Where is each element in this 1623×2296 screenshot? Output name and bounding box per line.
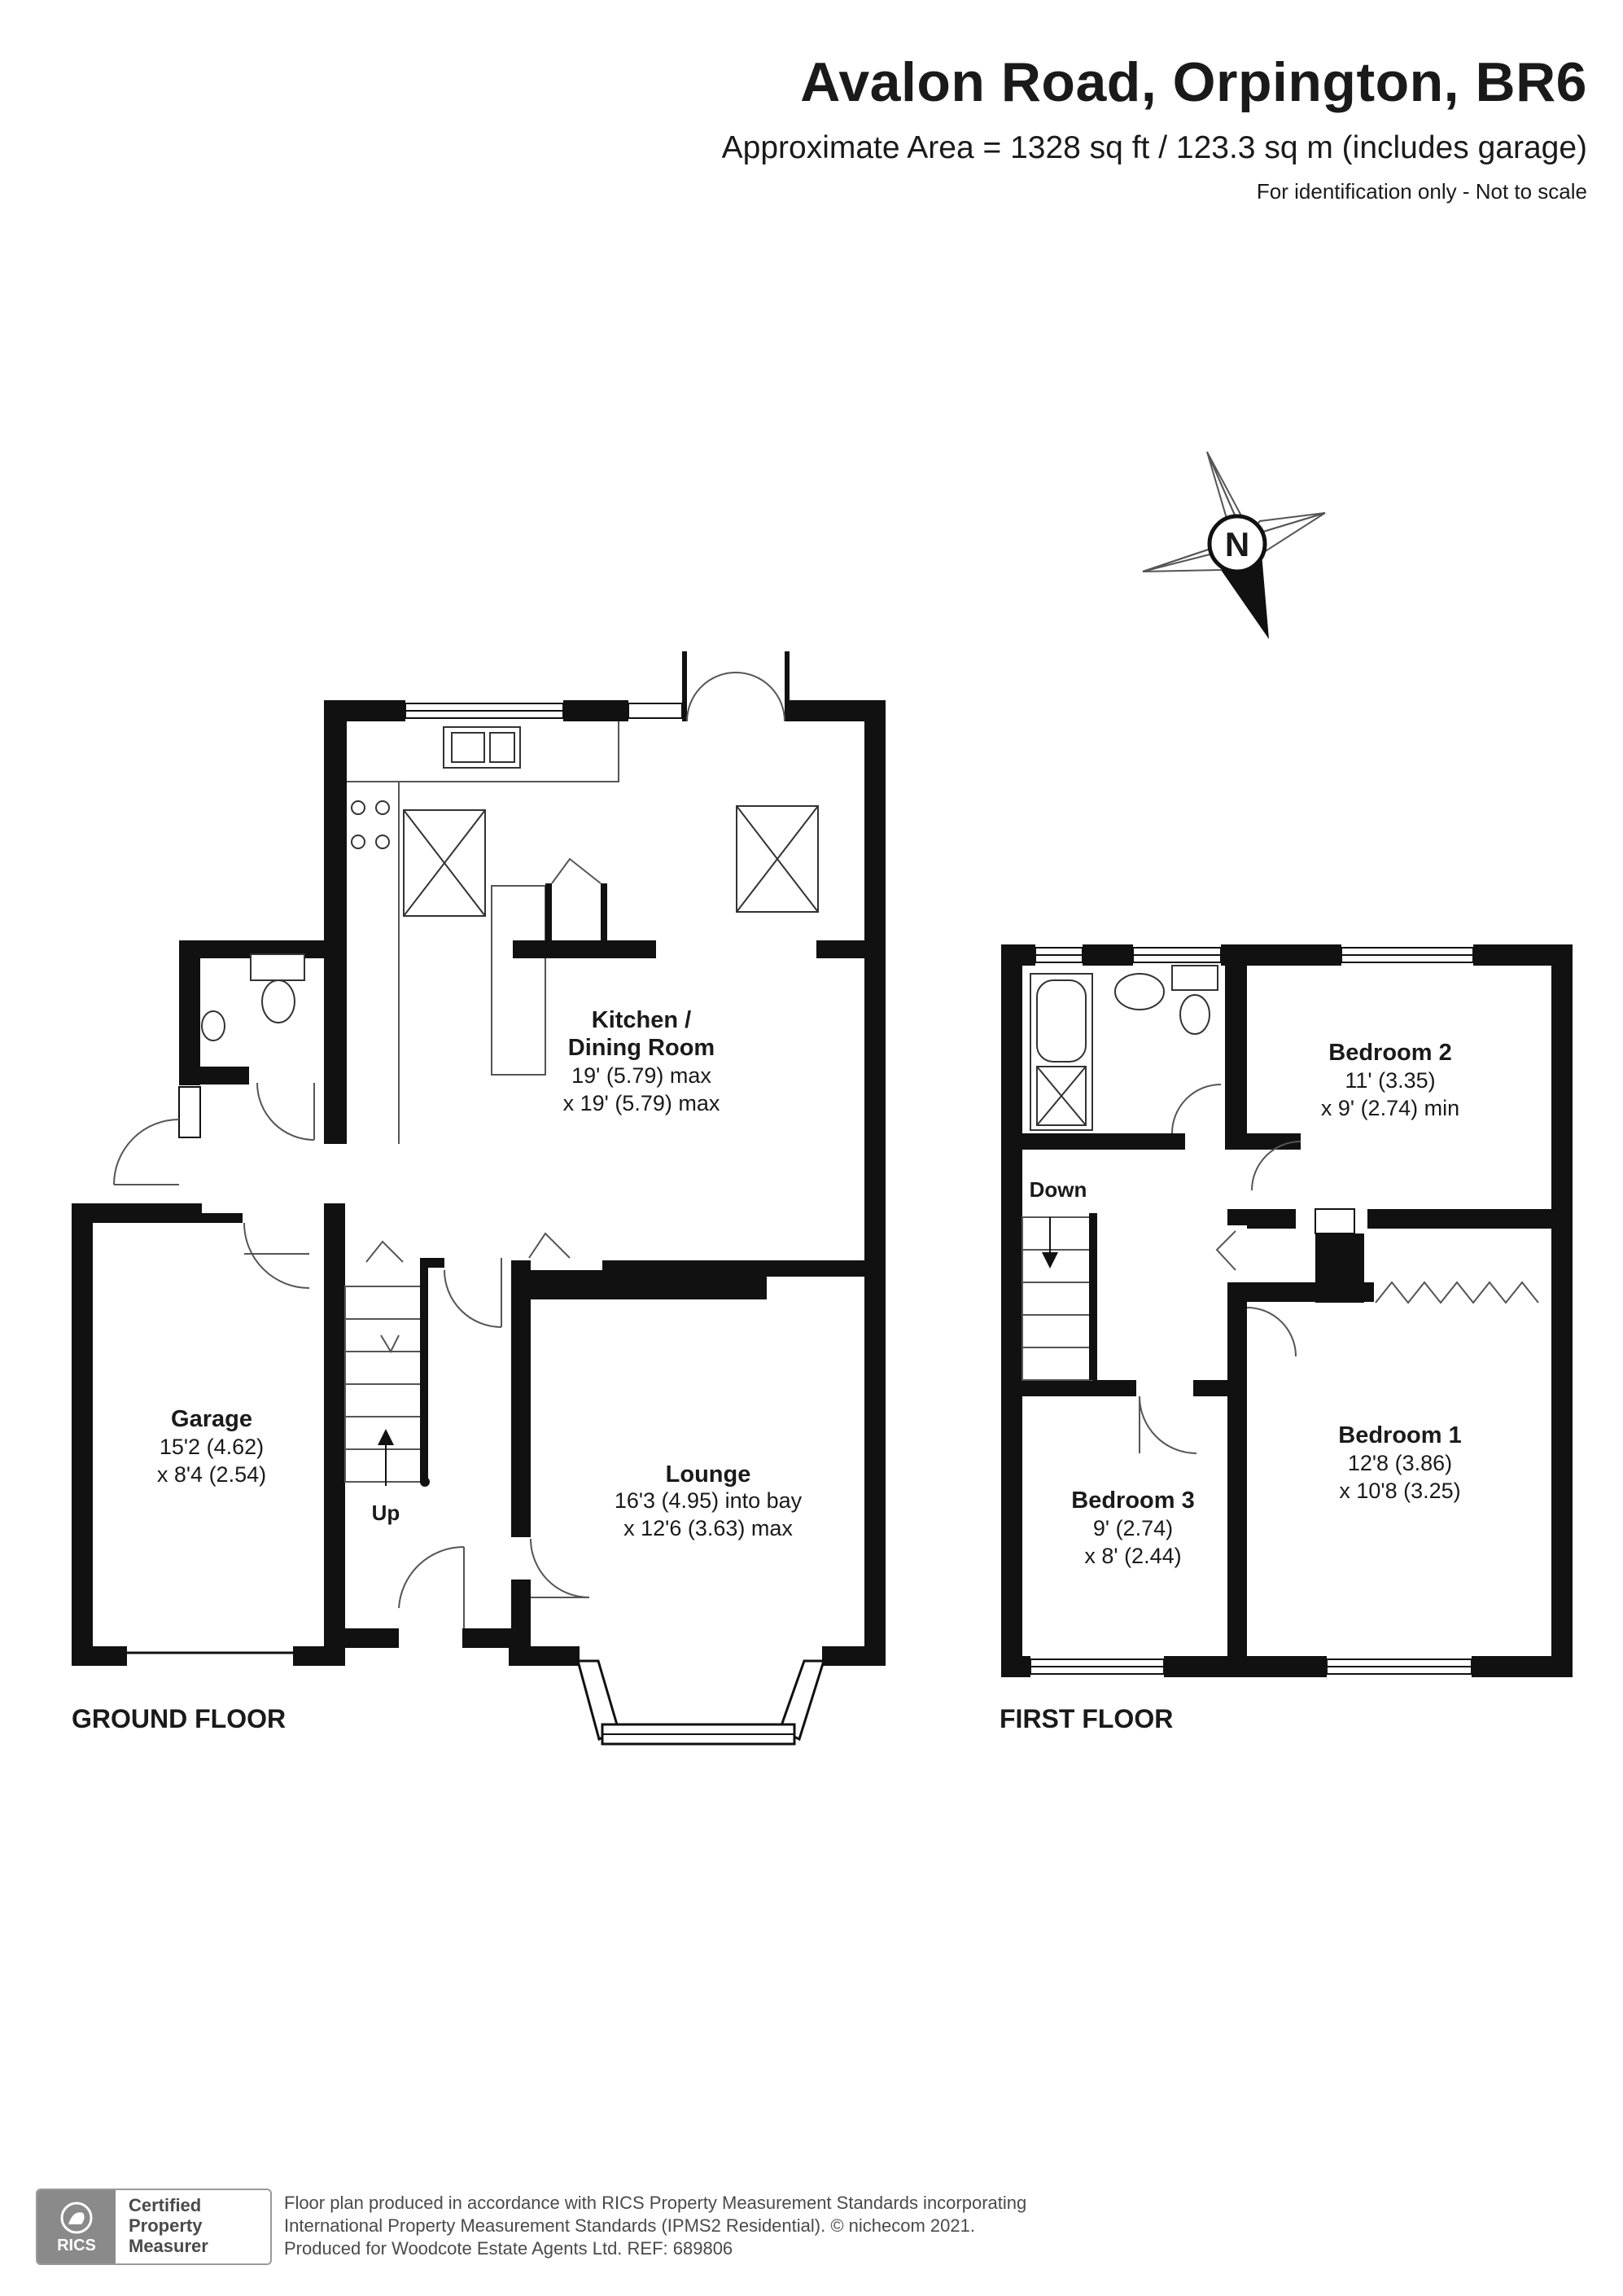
scale-note: For identification only - Not to scale (1256, 179, 1587, 204)
footer: RICS Certified Property Measurer Floor p… (36, 2189, 1582, 2270)
kitchen-dim-1: 19' (5.79) max (571, 1063, 711, 1088)
first-floor-label: FIRST FLOOR (1000, 1704, 1173, 1733)
badge-line-1: Certified (129, 2195, 202, 2215)
lounge-dim-1: 16'3 (4.95) into bay (615, 1488, 803, 1513)
garage-dim-2: x 8'4 (2.54) (157, 1462, 266, 1487)
lounge-name: Lounge (666, 1461, 751, 1488)
kitchen-name-2: Dining Room (568, 1035, 715, 1061)
first-floor-plan: Down Bedroom 2 11' (3.35) x 9' (2.74) mi… (1000, 944, 1573, 1733)
compass-north-label: N (1225, 525, 1249, 563)
rics-badge: RICS Certified Property Measurer (36, 2189, 272, 2265)
footer-line-2: International Property Measurement Stand… (284, 2215, 975, 2236)
bedroom-1-dim-2: x 10'8 (3.25) (1339, 1479, 1460, 1503)
lion-crest-icon (60, 2202, 93, 2234)
bedroom-3-dim-2: x 8' (2.44) (1084, 1544, 1181, 1568)
badge-line-3: Measurer (129, 2236, 208, 2256)
bedroom-2-dim-2: x 9' (2.74) min (1321, 1096, 1459, 1120)
bedroom-3-name: Bedroom 3 (1071, 1488, 1194, 1514)
approximate-area: Approximate Area = 1328 sq ft / 123.3 sq… (721, 130, 1587, 165)
badge-line-2: Property (129, 2215, 203, 2236)
kitchen-dim-2: x 19' (5.79) max (563, 1091, 720, 1115)
bedroom-2-dim-1: 11' (3.35) (1345, 1068, 1435, 1093)
garage-name: Garage (171, 1406, 252, 1432)
rics-logo-text: RICS (57, 2237, 96, 2254)
ground-floor-stairs-label: Up (372, 1501, 400, 1525)
rics-logo: RICS (37, 2190, 116, 2263)
ground-floor-plan: Up Kitchen / Dining Room 19' (5.79) max … (72, 651, 886, 1746)
first-floor-stairs-label: Down (1030, 1177, 1087, 1202)
bedroom-2-name: Bedroom 2 (1328, 1040, 1451, 1066)
compass-rose: N (1142, 451, 1326, 639)
footer-notes: Floor plan produced in accordance with R… (284, 2192, 1026, 2260)
lounge-dim-2: x 12'6 (3.63) max (623, 1516, 793, 1540)
footer-line-3: Produced for Woodcote Estate Agents Ltd.… (284, 2238, 733, 2259)
garage-dim-1: 15'2 (4.62) (160, 1435, 264, 1459)
ground-floor-label: GROUND FLOOR (72, 1704, 286, 1733)
bedroom-1-dim-1: 12'8 (3.86) (1348, 1451, 1452, 1475)
bedroom-3-dim-1: 9' (2.74) (1093, 1516, 1173, 1540)
footer-line-1: Floor plan produced in accordance with R… (284, 2193, 1027, 2213)
badge-caption: Certified Property Measurer (129, 2195, 208, 2256)
property-title: Avalon Road, Orpington, BR6 (800, 51, 1587, 113)
kitchen-name: Kitchen / (592, 1007, 691, 1033)
bedroom-1-name: Bedroom 1 (1338, 1422, 1461, 1448)
